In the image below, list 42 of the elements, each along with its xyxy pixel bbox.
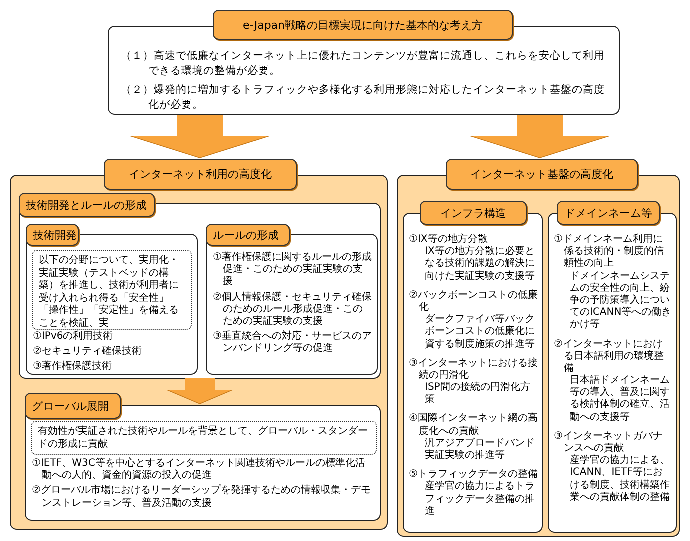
list-item: （２）爆発的に増加するトラフィックや多様化する利用形態に対応したインターネット基盤の高度化が必要。 <box>121 83 606 113</box>
heading-tab: グローバル展開 <box>25 393 121 419</box>
item-description: ドメインネームシステムの安全性の向上、紛争の予防策導入についてのICANN等への働きかけ等 <box>569 270 672 332</box>
item-description: ISP間の接続の円滑化方策 <box>424 382 532 406</box>
list-item: ②セキュリティ確保技術 <box>33 346 143 358</box>
heading-tab: インターネット利用の高度化 <box>104 159 297 190</box>
list-item: ①著作権保護に関するルールの形成促進・このための実証実験の支援 <box>213 252 372 289</box>
list-item: ②インターネットにおける日本語利用の環境整備 <box>554 338 665 374</box>
item-description: IX等の地方分散に必要となる技術的課題の解決に向けた実証実験の支援等 <box>424 246 536 283</box>
list-item: ③著作権保護技術 <box>33 361 113 374</box>
note-text: 以下の分野について、実用化・実証実験（テストベッドの構築）を推進し、技術が利用者に受け入れられ得る「安全性」「操作性」「安定性」を備えることを検証、実 <box>39 255 179 328</box>
item-description: 汎アジアブロードバンド実証実験の推進等 <box>424 438 536 462</box>
item-description: 産学官の協力によるトラフィックデータ整備の推進 <box>424 481 536 518</box>
list-item: ②グローバル市場におけるリーダーシップを発揮するための情報収集・デモンストレーション等、普及活動の支援 <box>32 485 372 510</box>
item-description: 日本語ドメインネーム等の導入、普及に関する検討体制の確立、活動への支援等 <box>569 375 671 424</box>
heading-tab: 技術開発 <box>26 224 79 246</box>
list-item: ③インターネットにおける接続の円滑化 <box>409 358 538 382</box>
list-item: ④国際インターネット網の高度化への貢献 <box>409 413 538 438</box>
heading-tab: ドメインネーム等 <box>557 201 660 225</box>
note-text: 有効性が実証された技術やルールを背景として、グローバル・スタンダードの形成に貢献 <box>38 426 368 450</box>
note-box <box>31 421 377 455</box>
heading-tab: ルールの形成 <box>206 224 290 246</box>
note-box <box>32 250 192 330</box>
heading-tab: インフラ構造 <box>420 201 527 225</box>
list-item: ②バックボーンコストの低廉化 <box>409 290 538 314</box>
block-arrow <box>166 378 234 404</box>
block-arrow <box>470 115 610 158</box>
heading-tab: e-Japan戦略の目標実現に向けた基本的な考え方 <box>213 10 513 40</box>
heading-tab: インターネット基盤の高度化 <box>446 159 638 190</box>
list-item: ②個人情報保護・セキュリティ確保のためのルール形成促進・このための実証実験の支援 <box>213 292 372 328</box>
list-item: ①IETF、W3C等を中心とするインターネット関連技術やルールの標準化活動への人的、資金的資源の投入の促進 <box>32 458 366 482</box>
list-item: ①ドメインネーム利用に係る技術的・制度的信頼性の向上 <box>554 234 665 271</box>
item-description: 産学官の協力による、ICANN、IETF等における制度、技術構築作業への貢献体制の整備 <box>569 455 671 504</box>
list-item: ①IX等の地方分散 <box>409 234 489 246</box>
item-description: ダークファイバ等バックボーンコストの低廉化に資する制度施策の推進等 <box>424 314 536 351</box>
heading-tab: 技術開発とルールの形成 <box>19 193 155 217</box>
list-item: ⑤トラフィックデータの整備 <box>409 469 538 480</box>
list-item: ③インターネットガバナンスへの貢献 <box>554 430 664 454</box>
list-item: ③垂直統合への対応・サービスのアンバンドリング等の促進 <box>213 331 372 356</box>
list-item: （１）高速で低廉なインターネット上に優れたコンテンツが豊富に流通し、これらを安心して利用できる環境の整備が必要。 <box>121 49 606 78</box>
list-item: ①IPv6の利用技術 <box>33 331 114 344</box>
block-arrow <box>130 115 270 158</box>
